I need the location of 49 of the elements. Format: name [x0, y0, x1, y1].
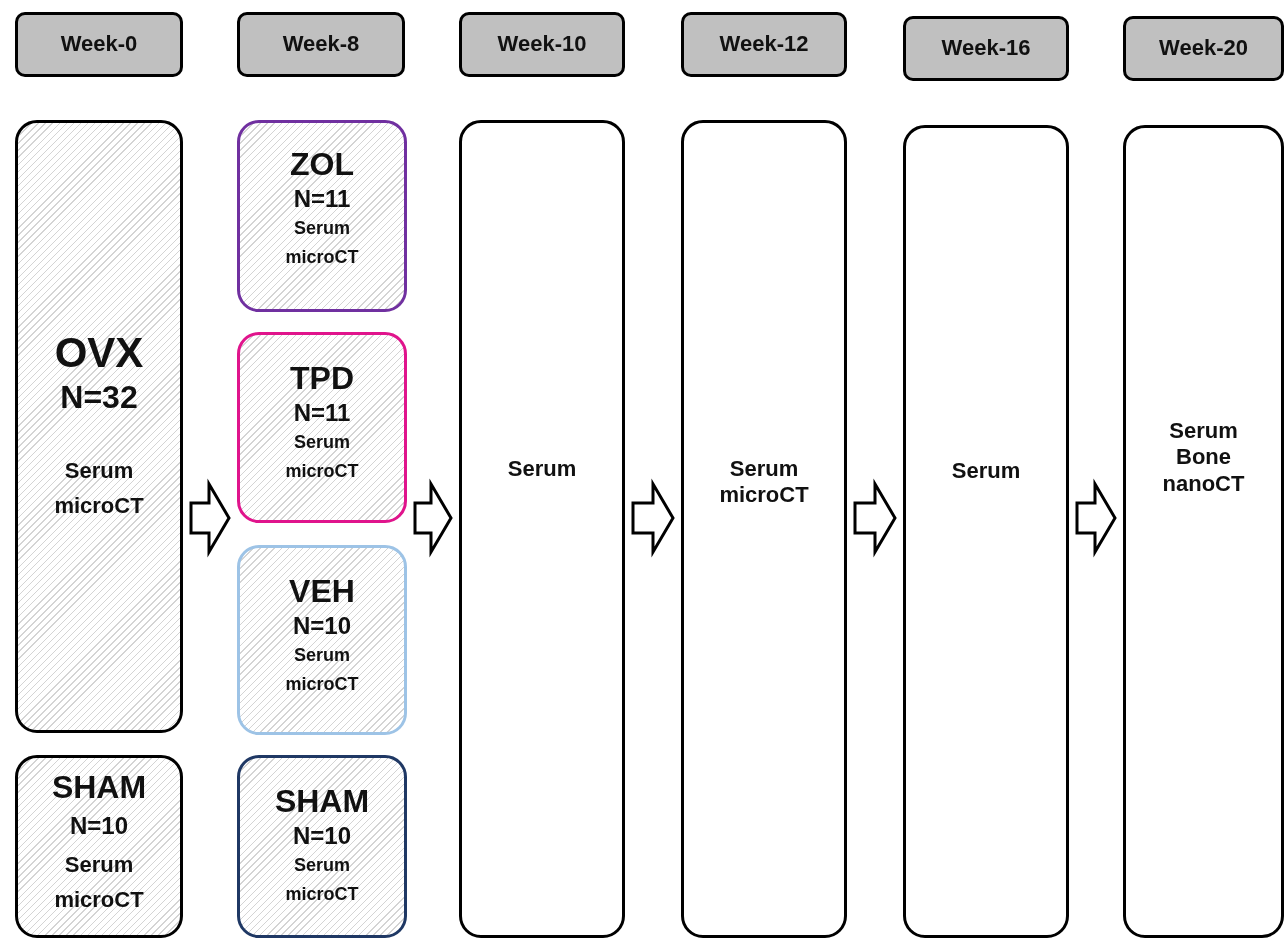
timepoint-box [1123, 125, 1284, 938]
week-label: Week-12 [719, 31, 809, 58]
group-box [237, 120, 407, 312]
group-name: SHAM [274, 782, 370, 821]
block-arrow [631, 478, 675, 558]
measurement-text: Serum microCT [285, 644, 359, 696]
group-box [15, 755, 183, 938]
block-arrow [853, 478, 897, 558]
group-name: OVX [54, 328, 144, 378]
measurement-text: Serum [951, 458, 1021, 485]
timepoint-box [681, 120, 847, 938]
week-header [903, 16, 1069, 81]
timepoint-box [903, 125, 1069, 938]
group-box [15, 120, 183, 733]
sample-size: N=11 [293, 399, 351, 429]
week-header [1123, 16, 1284, 81]
measurement-text: Serum microCT [719, 456, 809, 509]
measurement-text: Serum microCT [285, 217, 359, 269]
group-box [237, 545, 407, 735]
measurement-text: Serum [507, 456, 577, 483]
sample-size: N=32 [60, 378, 138, 417]
sample-size: N=10 [69, 812, 128, 842]
block-arrow [189, 478, 231, 558]
sample-size: N=10 [292, 612, 351, 642]
week-header [15, 12, 183, 77]
group-name: ZOL [290, 145, 354, 184]
week-label: Week-0 [60, 31, 138, 58]
sample-size: N=10 [292, 822, 351, 852]
group-name: VEH [289, 572, 355, 611]
measurement-text: Serum microCT [54, 456, 144, 520]
measurement-text: Serum microCT [54, 851, 144, 915]
week-header [459, 12, 625, 77]
week-header [681, 12, 847, 77]
group-name: TPD [290, 359, 354, 398]
timepoint-box [459, 120, 625, 938]
measurement-text: Serum microCT [285, 431, 359, 483]
block-arrow [413, 478, 453, 558]
week-label: Week-10 [497, 31, 587, 58]
week-header [237, 12, 405, 77]
group-name: SHAM [51, 768, 147, 807]
measurement-text: Serum microCT [285, 854, 359, 906]
sample-size: N=11 [293, 185, 351, 215]
block-arrow [1075, 478, 1117, 558]
week-label: Week-8 [282, 31, 360, 58]
group-box [237, 755, 407, 938]
group-box [237, 332, 407, 523]
measurement-text: Serum Bone nanoCT [1162, 418, 1245, 498]
week-label: Week-16 [941, 35, 1031, 62]
week-label: Week-20 [1159, 35, 1248, 62]
